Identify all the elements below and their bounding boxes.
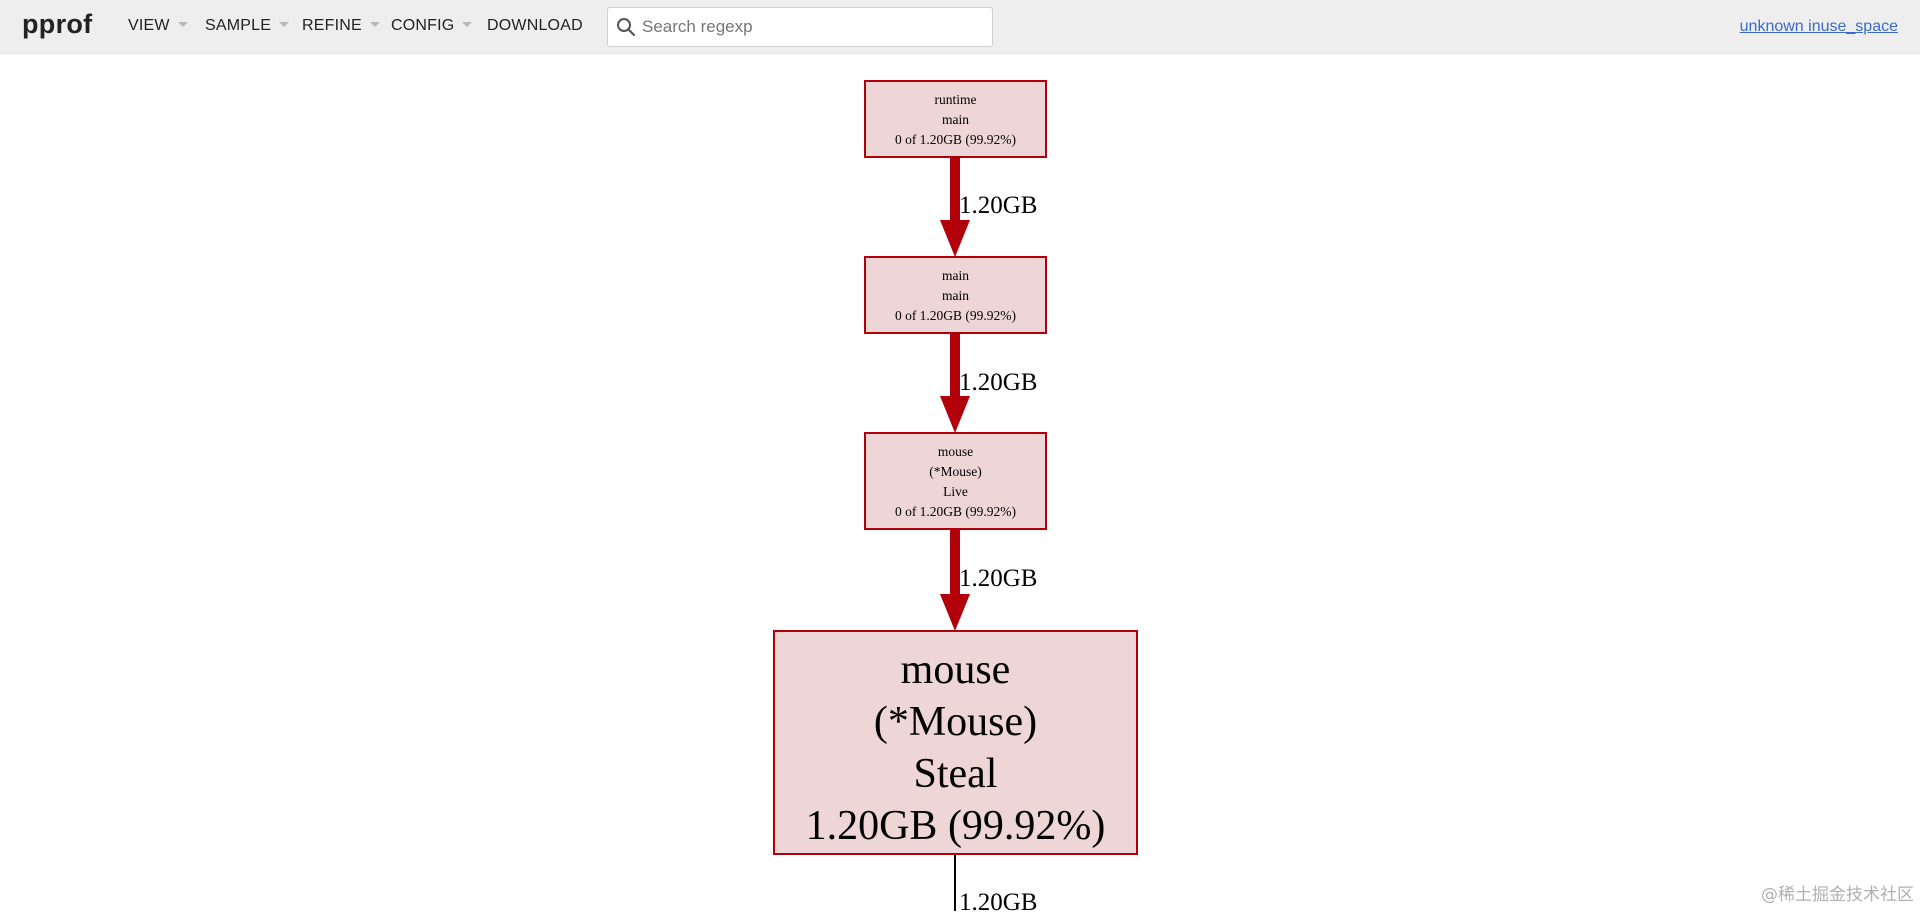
node-value: 1.20GB (99.92%) — [775, 800, 1136, 852]
node-value: 0 of 1.20GB (99.92%) — [866, 130, 1045, 150]
menu-view[interactable]: VIEW — [128, 17, 188, 35]
node-label: main — [866, 110, 1045, 130]
node-label: (*Mouse) — [775, 696, 1136, 748]
node-label: mouse — [775, 644, 1136, 696]
edge-label[interactable]: 1.20GB — [959, 565, 1037, 593]
node-label: runtime — [866, 90, 1045, 110]
profile-type-link[interactable]: unknown inuse_space — [1740, 18, 1898, 36]
node-label: (*Mouse) — [866, 462, 1045, 482]
menu-config-label: CONFIG — [391, 17, 454, 34]
graph-node-mouse-steal[interactable]: mouse (*Mouse) Steal 1.20GB (99.92%) — [773, 630, 1138, 855]
graph-node-mouse-live[interactable]: mouse (*Mouse) Live 0 of 1.20GB (99.92%) — [864, 432, 1047, 530]
top-toolbar: pprof VIEW SAMPLE REFINE CONFIG DOWNLOAD… — [0, 0, 1920, 54]
caret-down-icon — [279, 22, 289, 27]
call-graph: runtime main 0 of 1.20GB (99.92%) main m… — [0, 54, 1920, 911]
node-label: main — [866, 286, 1045, 306]
menu-refine[interactable]: REFINE — [302, 17, 380, 35]
menu-sample-label: SAMPLE — [205, 17, 271, 34]
menu-download-label: DOWNLOAD — [487, 17, 583, 34]
edge-label[interactable]: 1.20GB — [959, 889, 1037, 917]
node-label: mouse — [866, 442, 1045, 462]
menu-config[interactable]: CONFIG — [391, 17, 472, 35]
menu-refine-label: REFINE — [302, 17, 362, 34]
node-label: Steal — [775, 748, 1136, 800]
menu-view-label: VIEW — [128, 17, 170, 34]
caret-down-icon — [178, 22, 188, 27]
graph-node-runtime-main[interactable]: runtime main 0 of 1.20GB (99.92%) — [864, 80, 1047, 158]
caret-down-icon — [370, 22, 380, 27]
node-value: 0 of 1.20GB (99.92%) — [866, 502, 1045, 522]
edge-label[interactable]: 1.20GB — [959, 192, 1037, 220]
graph-node-main-main[interactable]: main main 0 of 1.20GB (99.92%) — [864, 256, 1047, 334]
menu-sample[interactable]: SAMPLE — [205, 17, 289, 35]
menu-download[interactable]: DOWNLOAD — [487, 17, 583, 35]
search-icon — [616, 17, 636, 37]
caret-down-icon — [462, 22, 472, 27]
edge-label[interactable]: 1.20GB — [959, 369, 1037, 397]
app-logo[interactable]: pprof — [22, 9, 92, 40]
search-input[interactable] — [642, 8, 982, 46]
watermark: @稀土掘金技术社区 — [1761, 880, 1914, 905]
node-label: main — [866, 266, 1045, 286]
node-value: 0 of 1.20GB (99.92%) — [866, 306, 1045, 326]
search-box[interactable] — [607, 7, 993, 47]
node-label: Live — [866, 482, 1045, 502]
